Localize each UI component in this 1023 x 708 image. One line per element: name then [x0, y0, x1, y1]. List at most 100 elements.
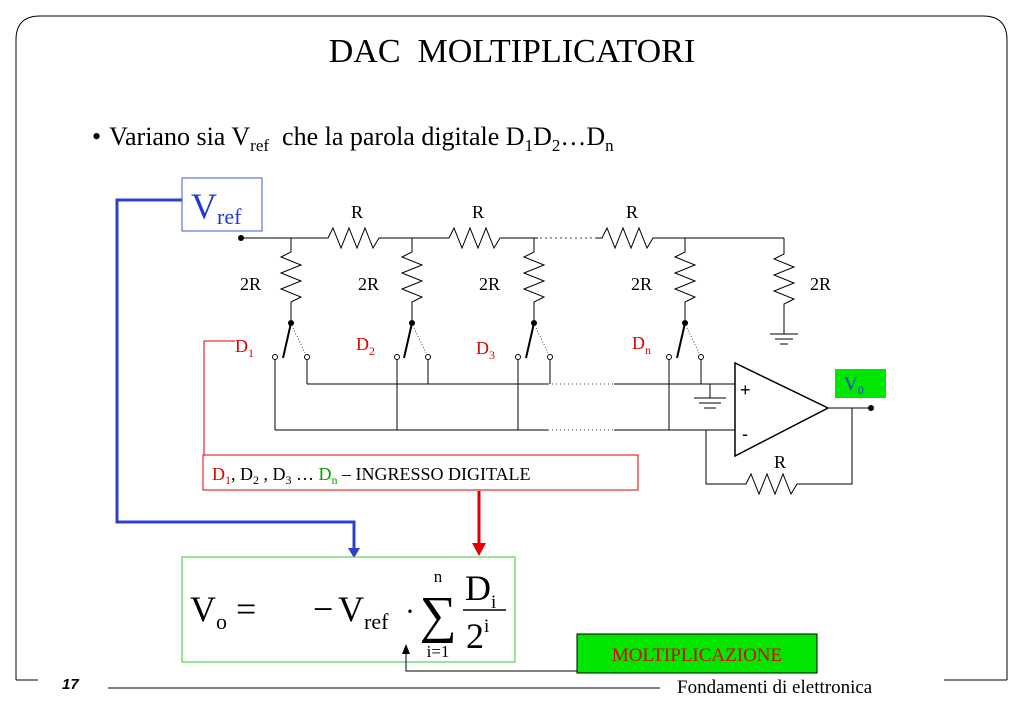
switch-label-d1: D1 [235, 336, 254, 360]
resistor-r-1 [322, 226, 388, 250]
formula-num-sub: i [491, 592, 496, 613]
switch-2 [394, 320, 431, 360]
resistor-2r-4 [673, 238, 697, 320]
vref-feed-line [115, 198, 356, 550]
di-text: – INGRESSO DIGITALE [338, 464, 531, 484]
bullet-sub-1: 1 [525, 136, 534, 155]
formula-denominator: 2i [466, 616, 489, 656]
2r-label-5: 2R [810, 274, 831, 294]
vref-label: Vref [191, 186, 242, 229]
footer-course: Fondamenti di elettronica [677, 677, 873, 698]
resistor-2r-2 [400, 238, 424, 320]
2r-label-3: 2R [479, 274, 500, 294]
formula-den-sup: i [484, 616, 489, 637]
d1-sub: 1 [248, 346, 254, 360]
formula-eq: = [227, 589, 256, 629]
formula-num-main: D [465, 568, 491, 608]
formula-sum-symbol: ∑ [419, 587, 456, 644]
switch-label-d2: D2 [356, 334, 375, 358]
r-label-2: R [472, 202, 484, 222]
r-label-1: R [351, 202, 363, 222]
output-node [868, 405, 874, 411]
slide-title: DAC MOLTIPLICATORI [329, 33, 695, 70]
bullet-sub-ref: ref [250, 136, 269, 155]
resistor-2r-1 [279, 238, 303, 320]
resistor-r-3 [596, 226, 662, 250]
di-d3-sub: 3 [286, 473, 292, 487]
opamp-plus: + [740, 380, 751, 400]
d2-sub: 2 [369, 344, 375, 358]
formula-lhs-sub: o [216, 609, 227, 634]
feedback-r-label: R [774, 452, 786, 472]
di-d1: D [212, 464, 225, 484]
resistor-2r-3 [522, 238, 546, 320]
bullet-text-d: D [533, 122, 552, 151]
bullet-sub-2: 2 [552, 136, 561, 155]
r-label-3: R [626, 202, 638, 222]
bullet-sub-n: n [605, 136, 614, 155]
switch-1 [272, 320, 310, 360]
vref-box [181, 177, 263, 232]
digital-input-box [202, 454, 639, 491]
resistor-2r-5 [772, 238, 796, 334]
formula-lhs-main: V [190, 589, 216, 629]
di-dn-sub: n [332, 473, 338, 487]
output-label: V0 [844, 374, 864, 397]
bullet-text-e: …D [560, 122, 605, 151]
di-d3: , D [259, 464, 286, 484]
d3-main: D [476, 338, 489, 358]
di-dn: D [319, 464, 332, 484]
formula-vref-main: V [338, 589, 364, 629]
output-label-box [835, 369, 886, 398]
dn-main: D [632, 333, 645, 353]
formula-numerator: Di [465, 568, 496, 613]
digital-input-label: D1, D2 , D3 … Dn – INGRESSO DIGITALE [212, 464, 531, 487]
digital-input-arrowhead [472, 543, 486, 556]
formula-dot: · [405, 595, 415, 628]
d2-main: D [356, 334, 369, 354]
vref-feed-arrowhead [348, 548, 360, 558]
d3-sub: 3 [489, 348, 495, 362]
multiply-label: MOLTIPLICAZIONE [612, 645, 782, 666]
feedback-wire-left [705, 430, 740, 485]
formula-sum-top: n [434, 567, 443, 586]
multiply-label-box [576, 633, 818, 674]
formula-sum-bottom: i=1 [427, 642, 450, 661]
2r-label-4: 2R [631, 274, 652, 294]
bullet-marker: • [92, 122, 101, 151]
output-sub: 0 [858, 383, 864, 397]
formula-vref: Vref [338, 589, 389, 634]
vref-sub: ref [217, 204, 242, 229]
bullet-text-a: Variano sia V [109, 122, 250, 151]
slide-frame [15, 15, 1008, 680]
d1-main: D [235, 336, 248, 356]
bullet-line: • Variano sia Vref che la parola digitale… [92, 122, 614, 155]
switch-3 [515, 320, 553, 360]
ground-icon [694, 397, 726, 409]
multiply-arrow-line [405, 653, 577, 672]
formula-vref-sub: ref [364, 609, 389, 634]
di-d2: , D [231, 464, 253, 484]
multiply-arrowhead [402, 644, 410, 654]
resistor-feedback [740, 472, 806, 496]
formula-den-main: 2 [466, 616, 484, 656]
2r-label-1: 2R [240, 274, 261, 294]
switch-n [666, 320, 704, 360]
di-dots: … [292, 464, 319, 484]
ground-icon [770, 333, 798, 345]
opamp-triangle [734, 361, 830, 458]
bullet-text-b: che la parola digitale D [269, 122, 525, 151]
dn-sub: n [645, 343, 651, 357]
output-main: V [844, 374, 858, 395]
page-number: 17 [62, 676, 79, 693]
switch-label-d3: D3 [476, 338, 495, 362]
feedback-wire-right [806, 408, 853, 485]
di-d2-sub: 2 [253, 473, 259, 487]
opamp-minus: - [742, 424, 748, 444]
resistor-r-2 [443, 226, 509, 250]
formula-minus: − [313, 589, 333, 629]
formula-lhs: Vo = [190, 589, 256, 634]
formula-box [181, 556, 516, 663]
vref-main: V [191, 186, 217, 226]
